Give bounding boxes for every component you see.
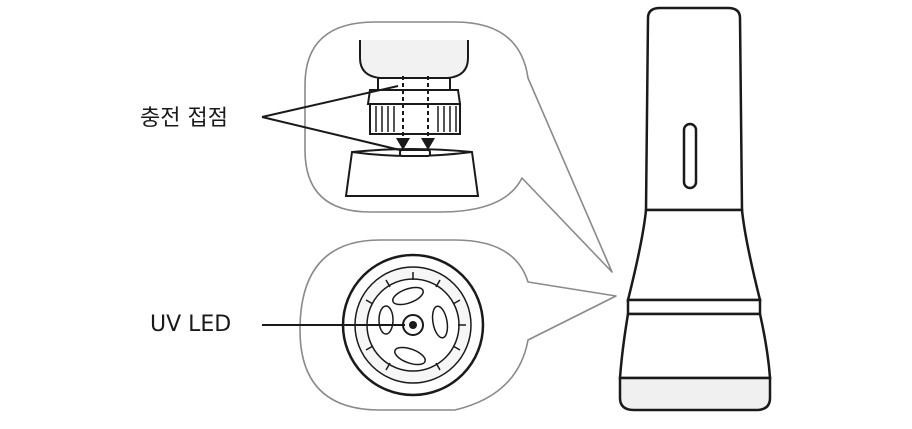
- arrow-heads: [396, 138, 435, 150]
- cleaning-pads: [378, 286, 449, 366]
- leader-lines: [261, 85, 405, 326]
- label-uv-led: UV LED: [150, 312, 232, 337]
- contact-arrows: [402, 76, 429, 140]
- leader-contacts-upper: [261, 85, 399, 118]
- collar-ribs: [375, 106, 457, 132]
- device-head-detail: [344, 40, 480, 197]
- device-top-view: [341, 253, 485, 397]
- label-charging-contacts: 충전 접점: [140, 106, 228, 131]
- leader-contacts-lower: [261, 116, 401, 151]
- device-full-view: [618, 6, 772, 412]
